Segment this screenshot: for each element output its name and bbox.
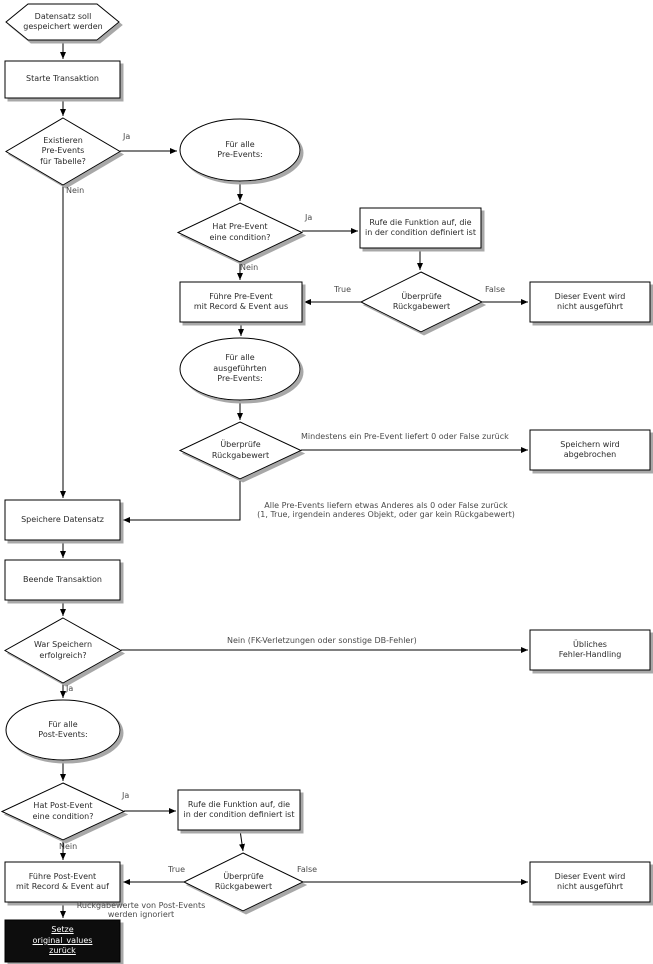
event-nicht-ausgefuehrt-1-shape [529, 281, 651, 323]
beende-transaktion-shape [4, 559, 121, 601]
fuehre-pre-event-shape [179, 281, 303, 323]
ueberpruefe-rueckgabewert-1-shape [359, 271, 484, 333]
fuer-alle-post-events-shape [5, 699, 121, 761]
rufe-funktion-post-shape [177, 789, 301, 831]
speichere-datensatz-shape [4, 499, 121, 541]
uebliches-fehler-handling-shape [529, 629, 651, 671]
ueberpruefe-rueckgabewert-3-shape [182, 852, 305, 912]
start-hexagon-shape [5, 3, 120, 41]
fuer-alle-ausgefuehrten-shape [179, 337, 301, 401]
edge-rufepost-to-ueberpruefe3 [239, 829, 245, 852]
edge-ueberpruefe2-to-speichere [123, 479, 241, 523]
existieren-pre-events-shape [5, 117, 121, 186]
event-nicht-ausgefuehrt-2-shape [529, 861, 651, 903]
hat-post-event-condition-shape [0, 782, 126, 841]
fuer-alle-pre-events-shape [179, 118, 301, 182]
fuehre-post-event-shape [4, 861, 121, 903]
war-speichern-erfolgreich-shape [3, 617, 123, 684]
hat-pre-event-condition-shape [176, 202, 304, 263]
starte-transaktion-shape [4, 60, 121, 99]
rufe-funktion-pre-shape [359, 207, 482, 249]
node-shapes [0, 3, 651, 963]
speichern-abgebrochen-shape [529, 429, 651, 471]
edges [60, 40, 528, 918]
ueberpruefe-rueckgabewert-2-shape [178, 421, 303, 480]
setze-original-values-shape [4, 919, 121, 963]
